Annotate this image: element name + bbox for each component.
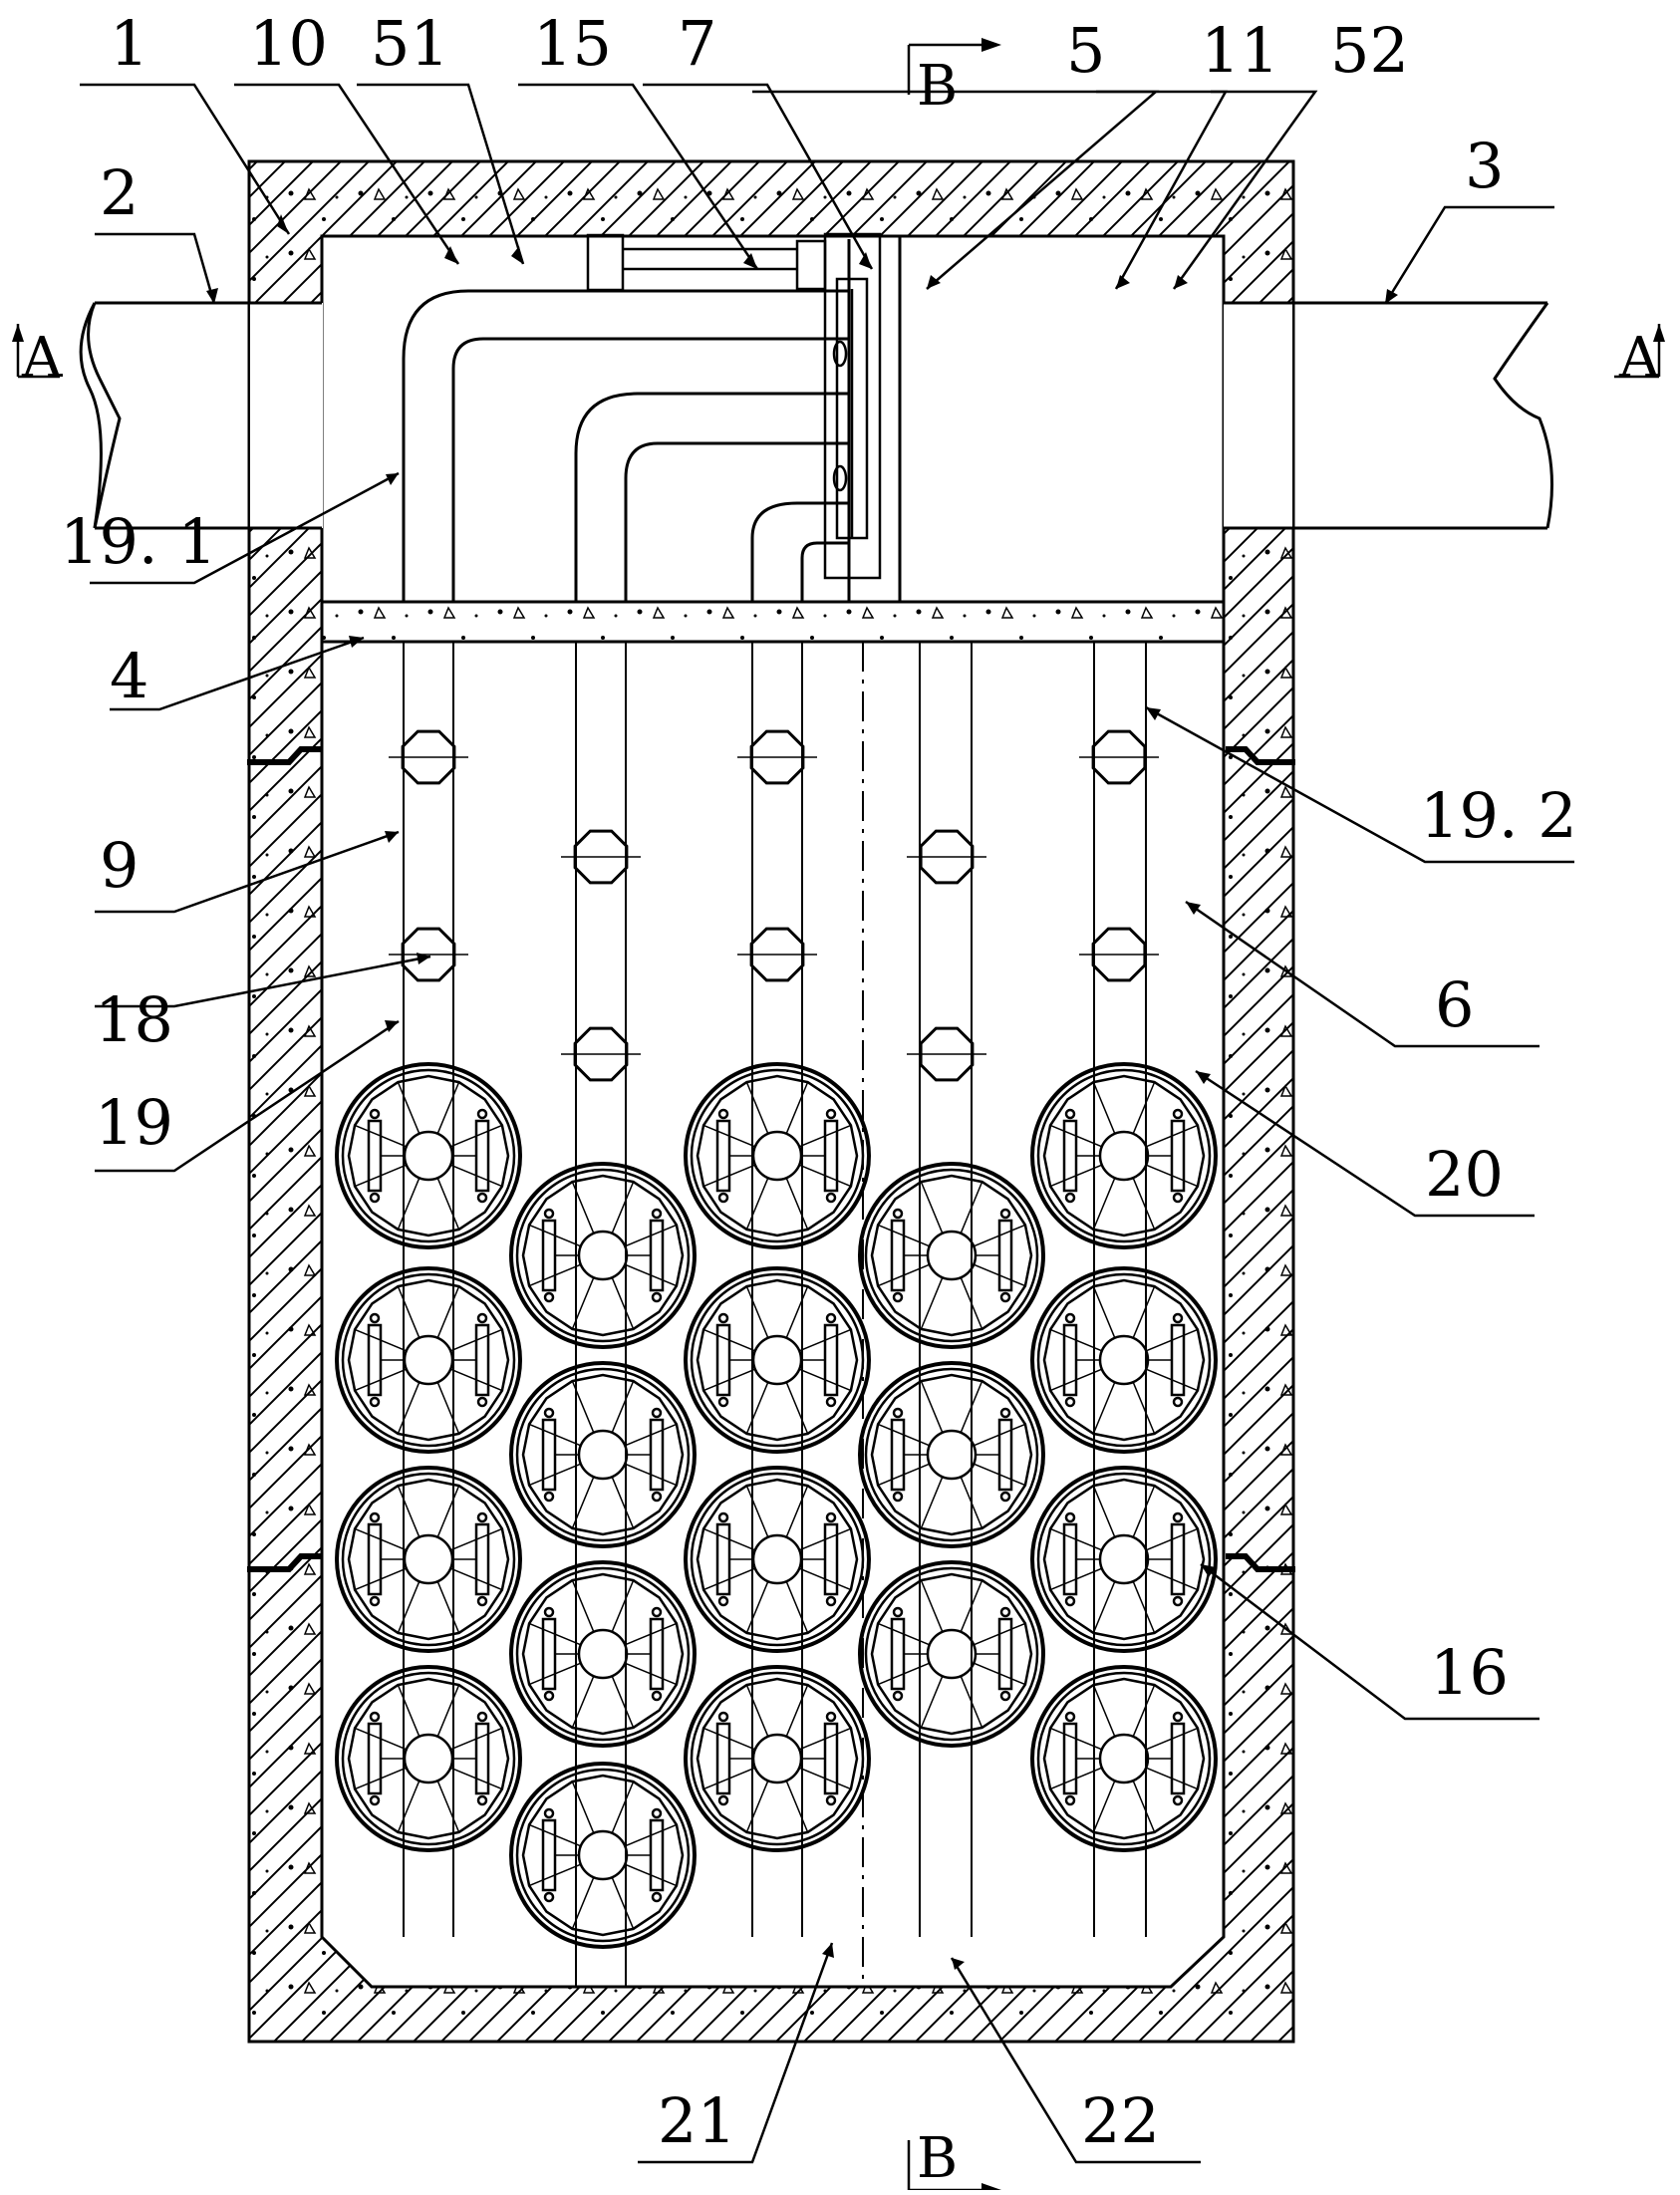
filter-ball bbox=[858, 1162, 1045, 1349]
label-9: 9 bbox=[100, 829, 139, 902]
aerator bbox=[389, 927, 468, 982]
aerator-group bbox=[389, 729, 1159, 1082]
label-52: 52 bbox=[1330, 14, 1409, 87]
filter-ball bbox=[335, 1665, 522, 1852]
label-20: 20 bbox=[1425, 1138, 1504, 1211]
filter-ball bbox=[858, 1560, 1045, 1748]
wall-brackets bbox=[247, 746, 1295, 1572]
filter-ball bbox=[1030, 1266, 1218, 1454]
part-labels: 1 10 51 15 7 5 11 52 2 3 19. 1 4 19. 2 9… bbox=[60, 7, 1577, 2157]
label-18: 18 bbox=[95, 983, 173, 1056]
filter-ball bbox=[335, 1466, 522, 1653]
label-5: 5 bbox=[1066, 14, 1105, 87]
label-1: 1 bbox=[110, 7, 148, 80]
filter-ball bbox=[335, 1062, 522, 1249]
filter-ball bbox=[509, 1162, 697, 1349]
leader-arrows bbox=[206, 214, 1398, 1970]
leader-lines bbox=[80, 83, 1574, 2164]
filter-ball-group bbox=[335, 1062, 1218, 1949]
label-19-2: 19. 2 bbox=[1420, 779, 1577, 852]
aerator bbox=[389, 729, 468, 785]
label-11: 11 bbox=[1201, 14, 1279, 87]
label-16: 16 bbox=[1430, 1636, 1509, 1709]
filter-ball bbox=[1030, 1062, 1218, 1249]
label-4: 4 bbox=[110, 640, 148, 712]
concrete-shell bbox=[247, 159, 1295, 2044]
aerator bbox=[737, 927, 817, 982]
aerator bbox=[907, 829, 986, 885]
bent-tubes bbox=[402, 289, 849, 602]
separation-slab bbox=[320, 600, 1226, 644]
filter-ball bbox=[1030, 1665, 1218, 1852]
partition-wall bbox=[847, 236, 902, 602]
aerator bbox=[561, 1026, 641, 1082]
aerator bbox=[1079, 729, 1159, 785]
label-15: 15 bbox=[533, 7, 612, 80]
section-b-top: B bbox=[917, 54, 958, 119]
aerator bbox=[907, 1026, 986, 1082]
label-10: 10 bbox=[249, 7, 328, 80]
label-19: 19 bbox=[95, 1086, 173, 1159]
filter-ball bbox=[1030, 1466, 1218, 1653]
aerator bbox=[1079, 927, 1159, 982]
section-labels: A A B B bbox=[21, 54, 1660, 2191]
filter-ball bbox=[684, 1665, 871, 1852]
filter-ball bbox=[509, 1361, 697, 1548]
label-6: 6 bbox=[1435, 968, 1474, 1041]
label-2: 2 bbox=[100, 156, 139, 229]
section-a-left: A bbox=[21, 326, 63, 391]
label-7: 7 bbox=[678, 7, 716, 80]
label-19-1: 19. 1 bbox=[60, 505, 217, 578]
filter-ball bbox=[684, 1062, 871, 1249]
section-b-bottom: B bbox=[917, 2126, 958, 2190]
section-a-right: A bbox=[1618, 326, 1660, 391]
filter-ball bbox=[684, 1466, 871, 1653]
filter-ball bbox=[684, 1266, 871, 1454]
aerator bbox=[737, 729, 817, 785]
aerator bbox=[561, 829, 641, 885]
filter-ball bbox=[509, 1762, 697, 1949]
filter-ball bbox=[509, 1560, 697, 1748]
label-3: 3 bbox=[1465, 130, 1504, 202]
filter-ball bbox=[335, 1266, 522, 1454]
label-51: 51 bbox=[371, 7, 449, 80]
filter-ball bbox=[858, 1361, 1045, 1548]
label-22: 22 bbox=[1081, 2084, 1160, 2157]
label-21: 21 bbox=[658, 2084, 736, 2157]
valve-assembly bbox=[586, 232, 882, 580]
inlet-pipe bbox=[79, 301, 322, 530]
